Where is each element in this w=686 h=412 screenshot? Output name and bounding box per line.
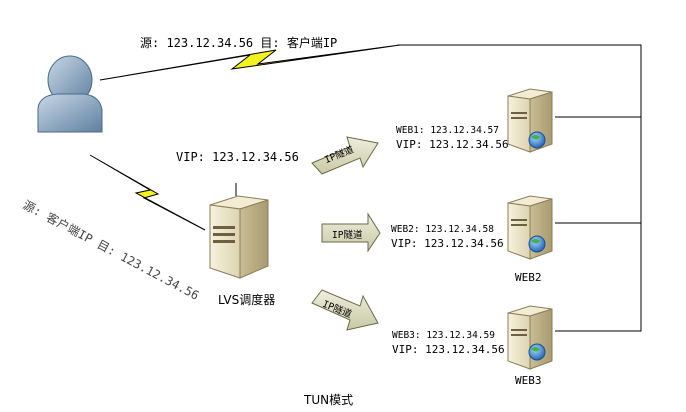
web2-vip-label: VIP: 123.12.34.56 — [391, 237, 504, 250]
return-bus-lines — [400, 44, 642, 332]
mode-title: TUN模式 — [304, 393, 354, 407]
web1-ip-label: WEB1: 123.12.34.57 — [396, 125, 499, 136]
web2-name-label: WEB2 — [515, 271, 542, 284]
tunnel-arrow-1 — [311, 136, 379, 175]
response-link — [99, 44, 401, 81]
web3-name-label: WEB3 — [515, 374, 542, 387]
web3-ip-label: WEB3: 123.12.34.59 — [392, 330, 495, 341]
response-link-label: 源: 123.12.34.56 目: 客户端IP — [140, 36, 338, 50]
web1-server-icon — [507, 88, 553, 153]
web3-vip-label: VIP: 123.12.34.56 — [392, 343, 505, 356]
web3-server-icon — [507, 305, 553, 370]
tunnel-label-2: IP隧道 — [332, 230, 363, 241]
lvs-name-label: LVS调度器 — [218, 293, 276, 307]
web2-ip-label: WEB2: 123.12.34.58 — [391, 224, 494, 235]
lvs-vip-label: VIP: 123.12.34.56 — [176, 150, 299, 164]
tunnel-arrow-3 — [311, 289, 379, 331]
request-link — [89, 154, 206, 231]
lvs-server-icon — [209, 183, 269, 279]
client-user-icon — [37, 55, 103, 133]
web1-vip-label: VIP: 123.12.34.56 — [396, 138, 509, 151]
web2-server-icon — [507, 195, 553, 260]
tunnel-arrow-2 — [321, 212, 381, 253]
